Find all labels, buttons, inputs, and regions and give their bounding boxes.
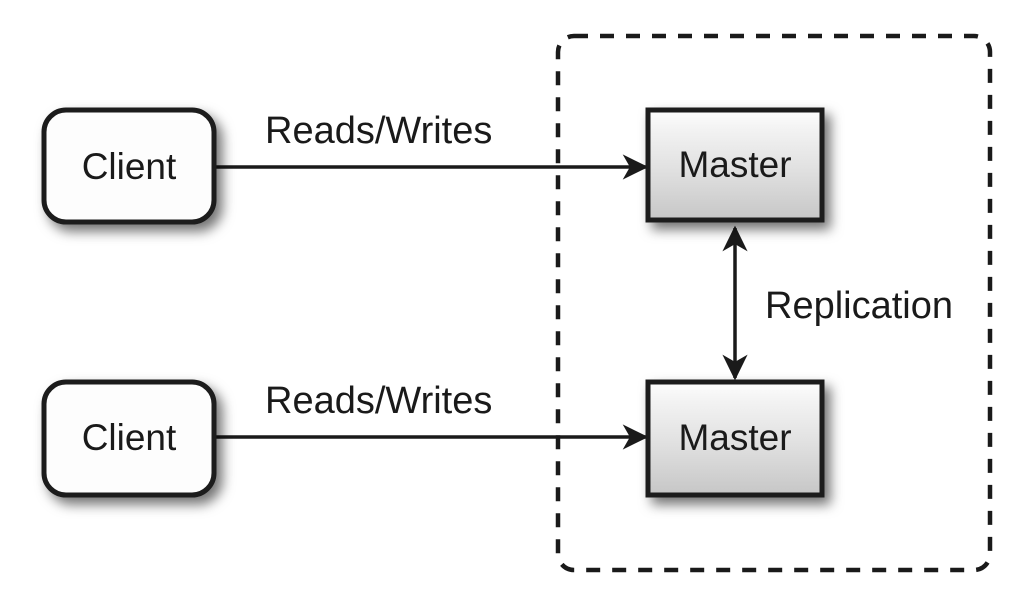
edge-label-replication: Replication [765, 285, 953, 327]
master-top-box[interactable] [645, 107, 825, 223]
edge-label-reads-writes-bottom: Reads/Writes [265, 380, 492, 422]
node-client-bottom[interactable] [41, 379, 217, 498]
master-top-label: Master [678, 144, 791, 185]
edge-group [214, 154, 748, 450]
client-bottom-box[interactable] [41, 379, 217, 498]
replication-cluster-boundary [555, 33, 993, 573]
client-top-box[interactable] [41, 107, 217, 225]
client-bottom-label: Client [82, 417, 177, 458]
node-client-top[interactable] [41, 107, 217, 225]
node-master-bottom[interactable] [645, 379, 825, 498]
node-master-top[interactable] [645, 107, 825, 223]
client-top-label: Client [82, 146, 177, 187]
master-bottom-label: Master [678, 417, 791, 458]
edge-label-reads-writes-top: Reads/Writes [265, 110, 492, 152]
master-bottom-box[interactable] [645, 379, 825, 498]
